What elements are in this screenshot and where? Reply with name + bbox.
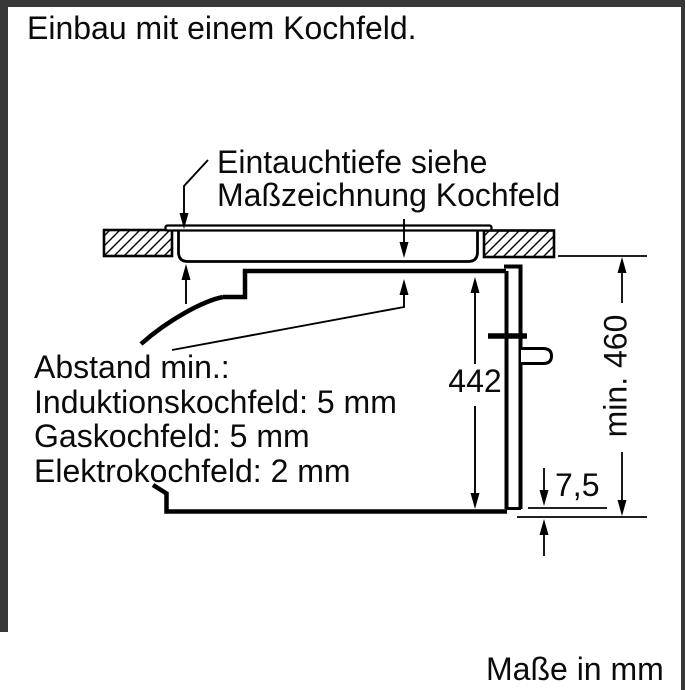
clearance-heading: Abstand min.: [34, 349, 230, 385]
dimension-442 [470, 277, 480, 509]
units-note: Maße in mm [486, 651, 664, 687]
depth-callout-label: Eintauchtiefe siehe Maßzeichnung Kochfel… [217, 146, 560, 212]
clearance-electric: Elektrokochfeld: 2 mm [34, 452, 351, 489]
dimension-75 [517, 468, 647, 556]
dimension-442-label: 442 [448, 363, 502, 399]
clearance-arrows [171, 264, 409, 351]
oven-front-panel [488, 264, 554, 510]
oven-knob [521, 347, 554, 365]
clearance-induction: Induktionskochfeld: 5 mm [34, 383, 397, 420]
depth-callout-line1: Eintauchtiefe siehe [217, 144, 488, 180]
dimension-min460-label: min. 460 [597, 314, 634, 438]
page-frame-top [0, 0, 685, 7]
depth-callout-arrows [179, 159, 409, 258]
worktop-section-right [482, 229, 556, 259]
cooktop-glass [164, 224, 493, 232]
depth-callout-line2: Maßzeichnung Kochfeld [217, 177, 561, 213]
cooktop-tub [177, 229, 479, 263]
oven-outline [139, 268, 507, 514]
page-frame-left [0, 0, 8, 632]
clearance-gas: Gaskochfeld: 5 mm [34, 418, 310, 454]
worktop-section-left [102, 228, 174, 258]
page-frame-right [681, 0, 685, 690]
page-title: Einbau mit einem Kochfeld. [27, 10, 417, 46]
dimension-min460 [558, 255, 647, 516]
clearance-note: Abstand min.: Induktionskochfeld: 5 mm G… [34, 350, 397, 488]
dimension-75-label: 7,5 [555, 467, 600, 503]
